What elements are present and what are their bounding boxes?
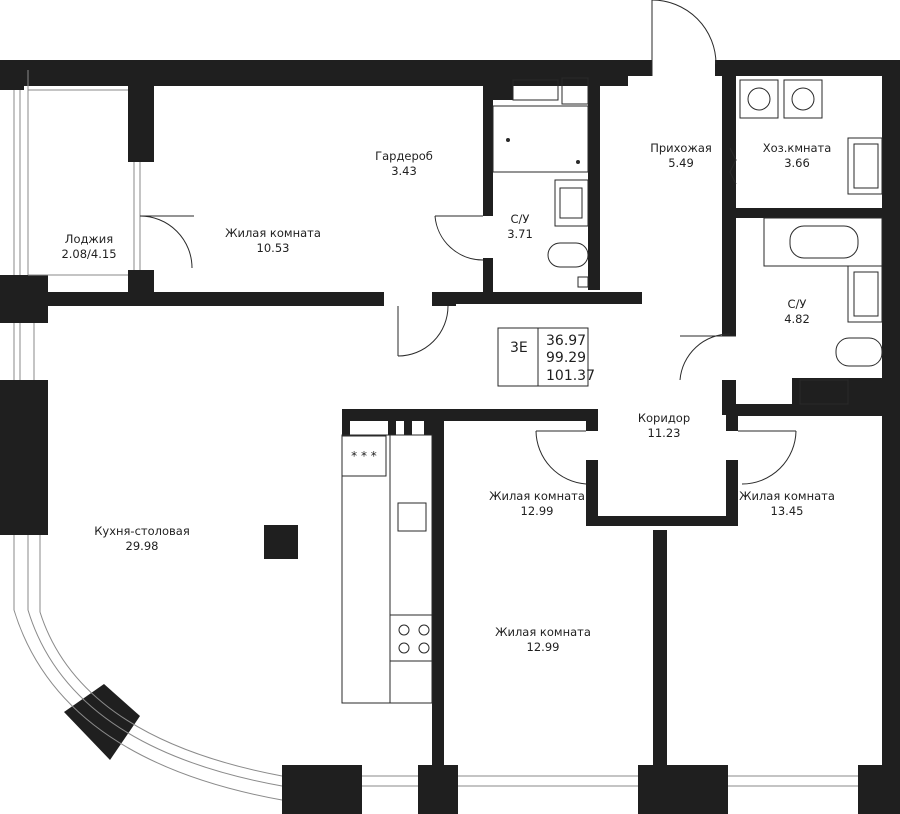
svg-text:* * *: * * * xyxy=(351,449,377,463)
room-area-living-4: 13.45 xyxy=(771,504,804,518)
toilet xyxy=(547,242,589,268)
bathtub xyxy=(763,217,883,267)
room-area-utility: 3.66 xyxy=(784,156,810,170)
room-name-living-4: Жилая комната xyxy=(739,489,835,503)
windows xyxy=(13,70,858,801)
room-area-hall: 5.49 xyxy=(668,156,694,170)
room-area-bath-2: 4.82 xyxy=(784,312,810,326)
room-name-bath-2: С/У xyxy=(788,297,807,311)
room-labels: Лоджия 2.08/4.15 Жилая комната 10.53 Гар… xyxy=(61,141,834,654)
room-name-kitchen: Кухня-столовая xyxy=(94,524,190,538)
room-name-loggia: Лоджия xyxy=(65,232,113,246)
toilet xyxy=(835,337,883,367)
hob-hood xyxy=(341,435,387,477)
total-area-with-loggia: 101.37 xyxy=(546,368,595,384)
room-name-corridor: Коридор xyxy=(638,411,690,425)
room-area-wardrobe: 3.43 xyxy=(391,164,417,178)
room-area-living-1: 10.53 xyxy=(257,241,290,255)
room-area-loggia: 2.08/4.15 xyxy=(61,247,116,261)
shower-tray xyxy=(492,105,589,173)
kitchen-counter xyxy=(341,434,433,704)
washer xyxy=(739,79,779,119)
column xyxy=(264,525,298,559)
fixtures: * * * xyxy=(341,77,883,704)
sink xyxy=(554,179,589,227)
walls xyxy=(0,60,900,814)
room-name-utility: Хоз.кмната xyxy=(763,141,832,155)
living-area: 36.97 xyxy=(546,333,586,349)
doors xyxy=(139,0,797,485)
room-name-living-1: Жилая комната xyxy=(225,226,321,240)
room-area-bath-1: 3.71 xyxy=(507,227,533,241)
total-area: 99.29 xyxy=(546,350,586,366)
kitchen-sink xyxy=(397,502,427,532)
room-name-living-2: Жилая комната xyxy=(489,489,585,503)
room-name-bath-1: С/У xyxy=(511,212,530,226)
room-name-hall: Прихожая xyxy=(650,141,712,155)
room-area-kitchen: 29.98 xyxy=(126,539,159,553)
room-area-living-2: 12.99 xyxy=(521,504,554,518)
cooktop xyxy=(389,614,433,662)
room-area-living-3: 12.99 xyxy=(527,640,560,654)
room-area-corridor: 11.23 xyxy=(648,426,681,440)
apartment-type: 3E xyxy=(510,340,528,356)
corner-pillar xyxy=(64,684,140,760)
dryer xyxy=(783,79,823,119)
room-name-living-3: Жилая комната xyxy=(495,625,591,639)
summary-box: 3E 36.97 99.29 101.37 xyxy=(497,327,595,387)
room-name-wardrobe: Гардероб xyxy=(375,149,433,163)
